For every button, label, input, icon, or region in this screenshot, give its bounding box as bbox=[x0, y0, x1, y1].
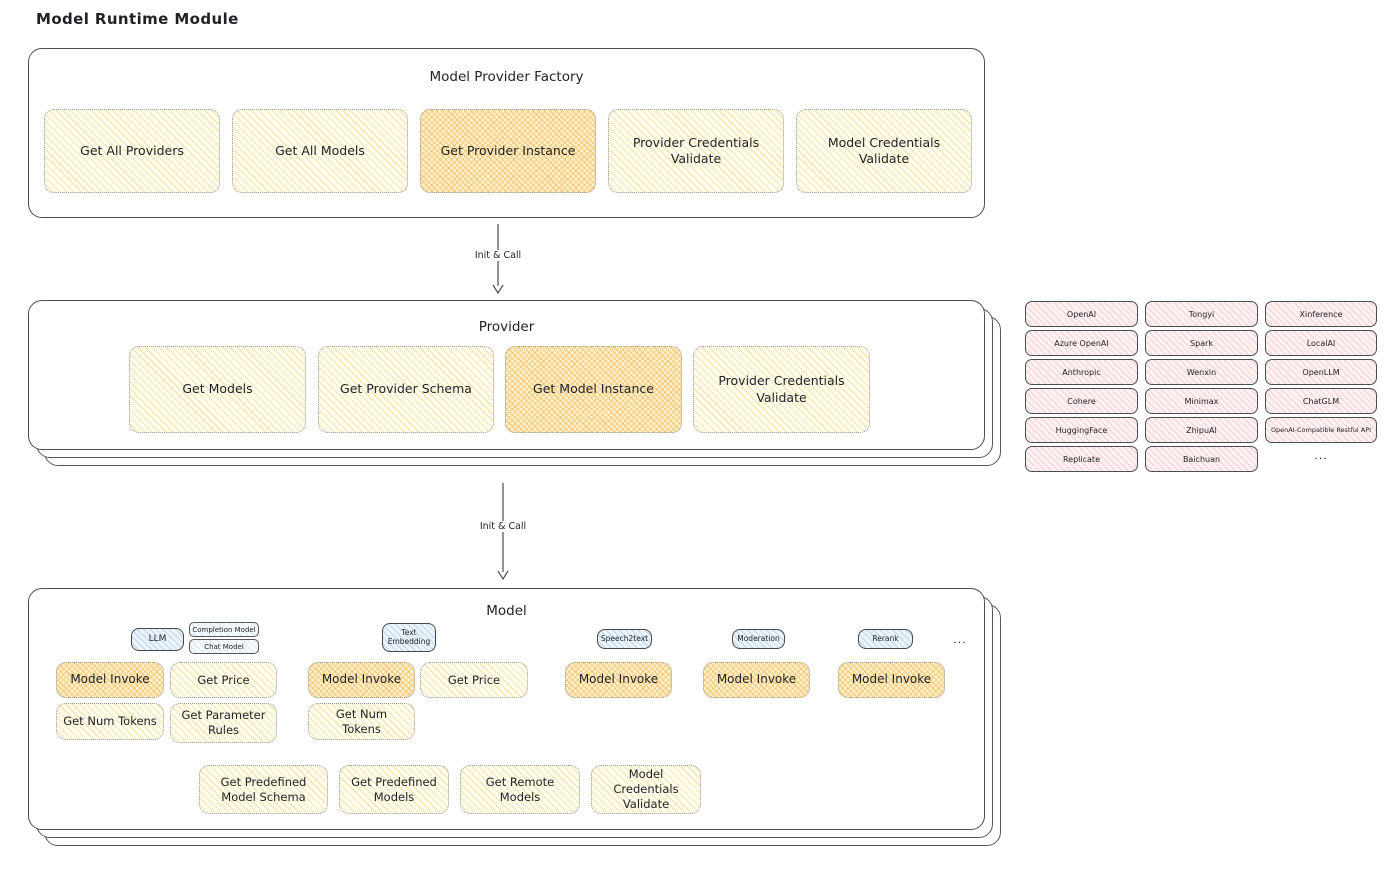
provider-item-anthropic: Anthropic bbox=[1025, 359, 1138, 385]
tag-rerank: Rerank bbox=[858, 629, 913, 649]
provider-item-xinference: Xinference bbox=[1265, 301, 1377, 327]
node-get-all-models: Get All Models bbox=[232, 109, 408, 193]
model-tags-more: ... bbox=[953, 633, 967, 646]
node-rerank-model-invoke: Model Invoke bbox=[838, 662, 945, 698]
node-provider-credentials-validate-2: Provider Credentials Validate bbox=[693, 346, 870, 433]
node-provider-credentials-validate: Provider Credentials Validate bbox=[608, 109, 784, 193]
provider-stack: Provider Get Models Get Provider Schema … bbox=[28, 300, 1001, 466]
node-s2t-model-invoke: Model Invoke bbox=[565, 662, 672, 698]
node-llm-get-parameter-rules: Get Parameter Rules bbox=[170, 703, 277, 743]
tag-moderation: Moderation bbox=[732, 629, 785, 649]
provider-list: OpenAI Tongyi Xinference Azure OpenAI Sp… bbox=[1025, 301, 1377, 476]
diagram-title: Model Runtime Module bbox=[36, 10, 239, 28]
node-llm-model-invoke: Model Invoke bbox=[56, 662, 164, 698]
provider-list-more: ... bbox=[1314, 449, 1328, 462]
provider-item-azure-openai: Azure OpenAI bbox=[1025, 330, 1138, 356]
node-get-remote-models: Get Remote Models bbox=[460, 765, 580, 814]
provider-item-openllm: OpenLLM bbox=[1265, 359, 1377, 385]
provider-item-replicate: Replicate bbox=[1025, 446, 1138, 472]
tag-completion-model: Completion Model bbox=[189, 622, 259, 637]
node-model-credentials-validate: Model Credentials Validate bbox=[796, 109, 972, 193]
provider-item-localai: LocalAI bbox=[1265, 330, 1377, 356]
tag-llm: LLM bbox=[131, 628, 184, 651]
provider-item-openai: OpenAI bbox=[1025, 301, 1138, 327]
provider-item-minimax: Minimax bbox=[1145, 388, 1258, 414]
node-te-get-price: Get Price bbox=[420, 662, 528, 698]
arrow-init-call-1: Init & Call bbox=[471, 224, 525, 294]
node-get-predefined-models: Get Predefined Models bbox=[339, 765, 449, 814]
model-card-title: Model bbox=[486, 603, 527, 619]
model-stack: Model LLM Completion Model Chat Model Te… bbox=[28, 588, 1001, 846]
node-get-model-instance: Get Model Instance bbox=[505, 346, 682, 433]
factory-card: Model Provider Factory Get All Providers… bbox=[28, 48, 985, 218]
node-llm-get-num-tokens: Get Num Tokens bbox=[56, 703, 164, 740]
provider-item-zhipuai: ZhipuAI bbox=[1145, 417, 1258, 443]
provider-card: Provider Get Models Get Provider Schema … bbox=[28, 300, 985, 450]
provider-item-wenxin: Wenxin bbox=[1145, 359, 1258, 385]
provider-card-title: Provider bbox=[478, 319, 535, 335]
provider-item-huggingface: HuggingFace bbox=[1025, 417, 1138, 443]
node-get-provider-instance: Get Provider Instance bbox=[420, 109, 596, 193]
node-get-provider-schema: Get Provider Schema bbox=[318, 346, 494, 433]
arrow-label: Init & Call bbox=[476, 521, 530, 532]
provider-item-spark: Spark bbox=[1145, 330, 1258, 356]
provider-item-openai-compatible: OpenAI-Compatible Restful API bbox=[1265, 417, 1377, 443]
tag-chat-model: Chat Model bbox=[189, 639, 259, 654]
tag-speech2text: Speech2text bbox=[597, 629, 652, 649]
node-te-get-num-tokens: Get Num Tokens bbox=[308, 703, 415, 740]
provider-item-baichuan: Baichuan bbox=[1145, 446, 1258, 472]
provider-item-tongyi: Tongyi bbox=[1145, 301, 1258, 327]
node-llm-get-price: Get Price bbox=[170, 662, 277, 698]
model-card: Model LLM Completion Model Chat Model Te… bbox=[28, 588, 985, 830]
factory-card-title: Model Provider Factory bbox=[429, 69, 584, 85]
node-moderation-model-invoke: Model Invoke bbox=[703, 662, 810, 698]
node-te-model-invoke: Model Invoke bbox=[308, 662, 415, 698]
provider-item-chatglm: ChatGLM bbox=[1265, 388, 1377, 414]
node-model-credentials-validate-bottom: Model Credentials Validate bbox=[591, 765, 701, 814]
node-get-predefined-model-schema: Get Predefined Model Schema bbox=[199, 765, 328, 814]
arrow-init-call-2: Init & Call bbox=[476, 483, 530, 580]
node-get-models: Get Models bbox=[129, 346, 306, 433]
provider-item-cohere: Cohere bbox=[1025, 388, 1138, 414]
arrow-label: Init & Call bbox=[471, 250, 525, 261]
node-get-all-providers: Get All Providers bbox=[44, 109, 220, 193]
tag-text-embedding: Text Embedding bbox=[382, 623, 436, 652]
